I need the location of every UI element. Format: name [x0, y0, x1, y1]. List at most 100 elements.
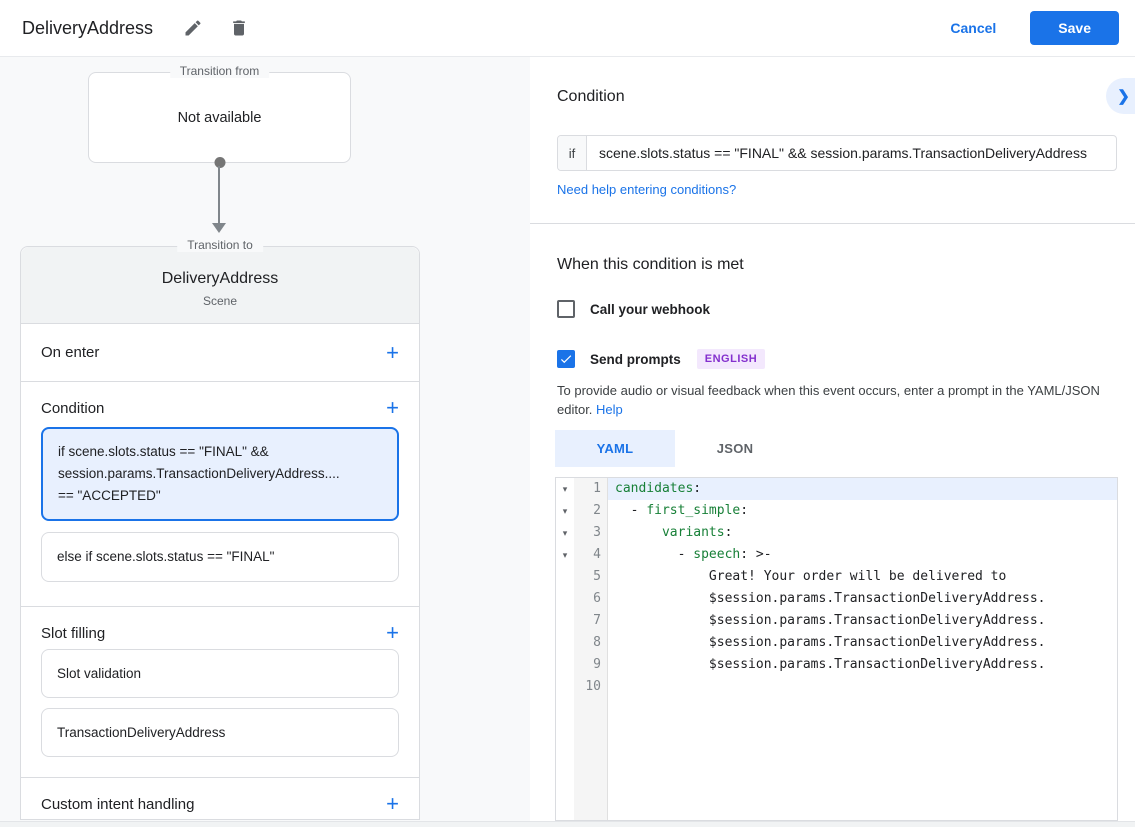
code-line[interactable]: 8 $session.params.TransactionDeliveryAdd… — [556, 632, 1117, 654]
fold-arrow-icon[interactable]: ▾ — [562, 550, 568, 560]
code-line[interactable]: 7 $session.params.TransactionDeliveryAdd… — [556, 610, 1117, 632]
condition-card-active[interactable]: if scene.slots.status == "FINAL" && sess… — [41, 427, 399, 521]
scene-card-header[interactable]: DeliveryAddress Scene — [21, 247, 419, 324]
fold-spacer — [556, 610, 574, 632]
transition-arrow-head — [212, 223, 226, 233]
fold-arrow-icon[interactable]: ▾ — [562, 506, 568, 516]
condition-input-row: if scene.slots.status == "FINAL" && sess… — [557, 135, 1117, 171]
code-text[interactable]: candidates: — [608, 478, 1117, 500]
custom-intent-head: Custom intent handling + — [41, 791, 399, 816]
code-text[interactable]: $session.params.TransactionDeliveryAddre… — [615, 613, 1046, 628]
add-custom-intent-button[interactable]: + — [386, 791, 399, 816]
connector-dot — [214, 157, 225, 168]
tab-json[interactable]: JSON — [716, 441, 754, 456]
line-number: 9 — [593, 657, 601, 672]
condition-section-head: Condition + — [41, 395, 399, 420]
scene-name: DeliveryAddress — [161, 270, 279, 287]
slot-validation-card[interactable]: Slot validation — [41, 649, 399, 698]
collapse-panel-button[interactable]: ❯ — [1106, 78, 1135, 114]
when-met-title: When this condition is met — [557, 256, 744, 273]
fold-spacer — [556, 676, 574, 698]
fold-spacer — [556, 654, 574, 676]
condition-detail-panel: Condition ❯ if scene.slots.status == "FI… — [530, 57, 1135, 821]
scene-card: Transition to DeliveryAddress Scene On e… — [20, 238, 420, 821]
yaml-code-editor[interactable]: ▾ 1 candidates: ▾ 2 - first_simple: ▾ 3 varian… — [555, 477, 1118, 821]
add-slot-button[interactable]: + — [386, 620, 399, 645]
trash-icon — [233, 20, 245, 36]
line-number: 3 — [593, 525, 601, 540]
transition-from-value: Not available — [177, 109, 262, 126]
custom-intent-label: Custom intent handling — [41, 795, 195, 813]
transition-from-label: Transition from — [169, 64, 270, 78]
condition-help-link[interactable]: Need help entering conditions? — [557, 182, 737, 197]
transition-arrow-line — [218, 166, 220, 224]
slot-filling-section: Slot filling + Slot validation Transacti… — [21, 607, 419, 778]
send-prompts-label: Send prompts — [590, 351, 681, 367]
slot-delivery-address-card[interactable]: TransactionDeliveryAddress — [41, 708, 399, 757]
editor-tabs: YAML JSON — [555, 430, 795, 467]
prompt-description-text: To provide audio or visual feedback when… — [557, 383, 1100, 417]
on-enter-label: On enter — [41, 344, 100, 361]
fold-gutter — [556, 478, 574, 820]
prompt-description: To provide audio or visual feedback when… — [557, 381, 1119, 419]
code-line[interactable]: ▾ 1 candidates: — [556, 478, 1117, 500]
cancel-button[interactable]: Cancel — [950, 20, 997, 36]
add-on-enter-button[interactable]: + — [386, 339, 399, 365]
condition-panel-title: Condition — [557, 88, 625, 105]
slot-filling-label: Slot filling — [41, 624, 106, 642]
fold-spacer — [556, 566, 574, 588]
fold-spacer — [556, 588, 574, 610]
slot-filling-head: Slot filling + — [41, 620, 399, 645]
help-link[interactable]: Help — [596, 402, 623, 417]
line-number-gutter — [574, 478, 608, 820]
code-line[interactable]: 5 Great! Your order will be delivered to — [556, 566, 1117, 588]
code-text[interactable]: Great! Your order will be delivered to — [615, 569, 1007, 584]
fold-arrow-icon[interactable]: ▾ — [562, 528, 568, 538]
top-bar: DeliveryAddress Cancel Save — [0, 0, 1135, 57]
custom-intent-section: Custom intent handling + — [21, 778, 419, 821]
pencil-icon — [185, 20, 201, 36]
if-label: if — [558, 136, 587, 170]
transition-from-box[interactable]: Transition from Not available — [88, 64, 351, 168]
code-line[interactable]: ▾ 3 variants: — [556, 522, 1117, 544]
condition-section: Condition + if scene.slots.status == "FI… — [21, 382, 419, 607]
code-text[interactable]: $session.params.TransactionDeliveryAddre… — [615, 591, 1046, 606]
webhook-checkbox[interactable] — [557, 300, 575, 318]
horizontal-scrollbar-track[interactable] — [0, 821, 1135, 827]
condition-card-else[interactable]: else if scene.slots.status == "FINAL" — [41, 532, 399, 582]
send-prompts-checkbox[interactable] — [557, 350, 575, 368]
line-number: 8 — [593, 635, 601, 650]
code-line[interactable]: 9 $session.params.TransactionDeliveryAdd… — [556, 654, 1117, 676]
line-number: 2 — [593, 503, 601, 518]
scene-subtitle: Scene — [202, 294, 238, 308]
line-number: 10 — [585, 679, 601, 694]
edit-scene-button[interactable] — [177, 12, 209, 44]
code-line[interactable]: 10 — [556, 676, 1117, 698]
tab-yaml[interactable]: YAML — [555, 430, 675, 467]
condition-label: Condition — [41, 399, 105, 417]
code-line[interactable]: ▾ 4 - speech: >- — [556, 544, 1117, 566]
scene-diagram-panel: Transition from Not available Transition… — [0, 57, 530, 821]
webhook-row: Call your webhook — [557, 300, 710, 318]
fold-arrow-icon[interactable]: ▾ — [562, 484, 568, 494]
code-text[interactable]: $session.params.TransactionDeliveryAddre… — [615, 635, 1046, 650]
checkmark-icon — [560, 355, 572, 364]
add-condition-button[interactable]: + — [386, 395, 399, 420]
on-enter-section: On enter + — [21, 324, 419, 382]
delete-scene-button[interactable] — [223, 12, 255, 44]
code-text[interactable]: - first_simple: — [615, 503, 749, 518]
code-line[interactable]: ▾ 2 - first_simple: — [556, 500, 1117, 522]
line-number: 6 — [593, 591, 601, 606]
line-number: 1 — [593, 481, 601, 496]
code-text[interactable]: variants: — [661, 525, 733, 540]
language-badge: ENGLISH — [696, 349, 766, 369]
code-text[interactable] — [608, 676, 1117, 698]
code-line[interactable]: 6 $session.params.TransactionDeliveryAdd… — [556, 588, 1117, 610]
line-number: 4 — [593, 547, 601, 562]
line-number: 7 — [593, 613, 601, 628]
code-text[interactable]: - speech: >- — [615, 547, 772, 562]
condition-expression-input[interactable]: scene.slots.status == "FINAL" && session… — [599, 145, 1087, 161]
save-button[interactable]: Save — [1030, 11, 1119, 45]
code-text[interactable]: $session.params.TransactionDeliveryAddre… — [615, 657, 1046, 672]
